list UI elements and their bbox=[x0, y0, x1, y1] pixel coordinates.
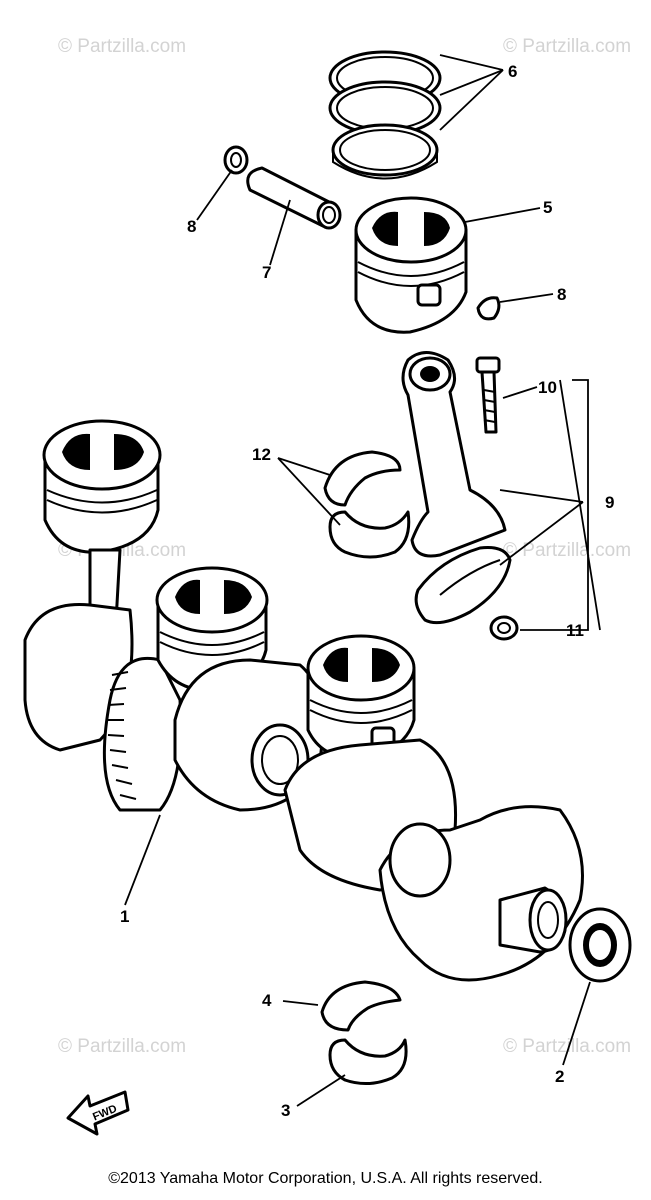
piston-pin-clip-upper bbox=[223, 145, 249, 175]
callout-10: 10 bbox=[538, 378, 557, 397]
piston bbox=[354, 196, 468, 334]
piston-pin bbox=[246, 166, 342, 230]
rod-bolt bbox=[475, 356, 501, 434]
callout-4: 4 bbox=[262, 991, 272, 1010]
callout-11: 11 bbox=[566, 621, 584, 640]
callout-8-right: 8 bbox=[557, 285, 566, 304]
callout-6: 6 bbox=[508, 62, 517, 81]
connecting-rod bbox=[401, 351, 512, 625]
watermark: © Partzilla.com bbox=[503, 540, 631, 561]
watermark: © Partzilla.com bbox=[58, 36, 186, 57]
watermark: © Partzilla.com bbox=[503, 36, 631, 57]
callout-7: 7 bbox=[262, 263, 271, 282]
main-bearing-upper bbox=[320, 980, 402, 1032]
crankshaft-assembly bbox=[23, 419, 584, 982]
oil-seal bbox=[568, 907, 632, 983]
main-bearing-lower bbox=[328, 1038, 408, 1085]
fwd-arrow-icon: FWD bbox=[66, 1090, 130, 1136]
watermark: © Partzilla.com bbox=[503, 1036, 631, 1057]
callout-2: 2 bbox=[555, 1067, 564, 1086]
piston-rings bbox=[328, 50, 442, 180]
copyright-notice: ©2013 Yamaha Motor Corporation, U.S.A. A… bbox=[108, 1170, 543, 1187]
rod-bearings bbox=[323, 450, 411, 559]
piston-pin-clip-right bbox=[476, 296, 501, 321]
callout-5: 5 bbox=[543, 198, 552, 217]
leader-lines bbox=[124, 54, 601, 1107]
callout-9: 9 bbox=[605, 493, 614, 512]
callout-8-upper: 8 bbox=[187, 217, 196, 236]
callout-12: 12 bbox=[252, 445, 271, 464]
callout-1: 1 bbox=[120, 907, 129, 926]
rod-nut bbox=[489, 615, 519, 641]
watermark: © Partzilla.com bbox=[58, 1036, 186, 1057]
callout-3: 3 bbox=[281, 1101, 290, 1120]
